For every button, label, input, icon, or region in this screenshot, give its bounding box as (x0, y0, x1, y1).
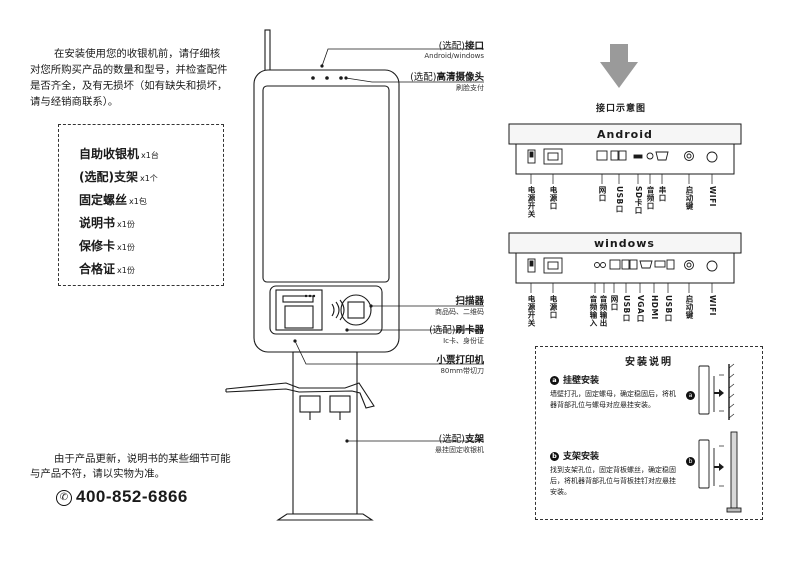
install-instructions: 安装说明 a 挂壁安装 墙壁打孔，固定螺母，确定稳固后，将机器背部孔位与螺母对应悬… (535, 346, 763, 520)
callout-sub: 商品码、二维码 (435, 308, 484, 316)
callout-sub: Android/windows (424, 52, 484, 60)
illustration-marker: a (686, 391, 695, 400)
callout-label: 刷卡器 (455, 325, 484, 336)
port-label: 音频输出 (599, 295, 608, 327)
interface-diagram-title: 接口示意图 (596, 104, 647, 114)
port-label: SD卡口 (634, 186, 643, 215)
callout-sub: 悬挂固定收银机 (435, 446, 484, 454)
hotline: ✆400-852-6866 (56, 487, 188, 507)
port-label: 电源开关 (527, 295, 536, 327)
callout-label: 小票打印机 (436, 355, 484, 366)
port-label: 音频口 (646, 186, 655, 210)
callout-sub: Ic卡、身份证 (443, 337, 484, 345)
phone-number: 400-852-6866 (76, 487, 188, 506)
checklist-item-name: 保修卡 (79, 239, 116, 253)
android-title: Android (597, 128, 653, 141)
checklist-item-qty: x1个 (139, 174, 158, 183)
callout-label: 接口 (464, 41, 484, 52)
windows-title: windows (594, 237, 655, 250)
port-label: 电源口 (549, 295, 558, 319)
port-label: HDMI (650, 295, 659, 320)
port-label: 启动键 (685, 295, 694, 319)
callout-prefix: (选配) (429, 325, 456, 336)
checklist-item-name: (选配)支架 (79, 170, 138, 184)
intro-paragraph: 在安装使用您的收银机前，请仔细核对您所购买产品的数量和型号，并检查配件是否齐全，… (30, 48, 228, 108)
step-title: 支架安装 (563, 452, 600, 462)
windows-panel-body (515, 252, 735, 284)
step-heading: a 挂壁安装 (550, 373, 599, 386)
callout-prefix: (选配) (438, 41, 465, 52)
kiosk-screen (262, 85, 390, 283)
port-label: USB口 (615, 186, 624, 213)
step-description: 找到支架孔位，固定背板螺丝，确定稳固后，将机器背部孔位与背板挂钉对应悬挂安装。 (550, 466, 676, 496)
install-title: 安装说明 (625, 357, 673, 368)
callout-interface: (选配)接口 Android/windows (424, 38, 484, 60)
callout-label: 高清摄像头 (436, 72, 484, 83)
port-label: USB口 (664, 295, 673, 322)
checklist-item-name: 固定螺丝 (79, 193, 128, 207)
step-marker: a (550, 376, 559, 385)
wall-mount-illustration (698, 363, 735, 420)
port-label: 网口 (598, 186, 607, 202)
checklist-item-name: 自助收银机 (79, 147, 140, 161)
port-label: 电源开关 (527, 186, 536, 218)
checklist-item-name: 说明书 (79, 216, 116, 230)
port-label: VGA口 (636, 295, 645, 323)
port-label: 电源口 (549, 186, 558, 210)
port-label: 串口 (658, 186, 667, 202)
port-label: 网口 (610, 295, 619, 311)
android-panel-body (515, 143, 735, 175)
callout-card-reader: (选配)刷卡器 Ic卡、身份证 (429, 322, 484, 346)
callout-camera: (选配)高清摄像头 刷脸支付 (410, 69, 484, 93)
callout-stand: (选配)支架 悬挂固定收银机 (435, 431, 484, 455)
checklist-item-qty: x1份 (117, 220, 135, 229)
callout-label: 支架 (464, 434, 484, 445)
checklist-item-name: 合格证 (79, 262, 116, 276)
step-heading: b 支架安装 (550, 449, 599, 462)
stand-base (276, 513, 374, 521)
port-label: 启动键 (685, 186, 694, 210)
port-label: USB口 (622, 295, 631, 322)
callout-prefix: (选配) (410, 72, 437, 83)
checklist-item-qty: x1份 (117, 266, 135, 275)
port-label: WIFI (708, 295, 717, 316)
callout-label: 扫描器 (455, 296, 484, 307)
phone-icon: ✆ (56, 490, 72, 506)
checklist-item-qty: x1份 (117, 243, 135, 252)
update-notice: 由于产品更新，说明书的某些细节可能与产品不符，请以实物为准。 (30, 453, 231, 480)
stand-column (292, 351, 358, 515)
printer-slot (275, 289, 323, 331)
port-label: 音频输入 (589, 295, 598, 327)
checklist-item-qty: x1台 (141, 151, 159, 160)
checklist-item-qty: x1包 (129, 197, 147, 206)
step-marker: b (550, 452, 559, 461)
step-description: 墙壁打孔，固定螺母，确定稳固后，将机器背部孔位与螺母对应悬挂安装。 (550, 390, 676, 409)
callout-scanner: 扫描器 商品码、二维码 (435, 293, 484, 317)
windows-ports (527, 257, 718, 274)
callout-printer: 小票打印机 80mm带切刀 (436, 352, 484, 376)
step-title: 挂壁安装 (563, 376, 600, 386)
illustration-marker: b (686, 457, 695, 466)
android-ports (527, 148, 718, 165)
lower-panel (269, 285, 383, 335)
port-label: WIFI (708, 186, 717, 207)
arrow-down-icon (600, 44, 638, 88)
stand-mount-illustration (698, 431, 742, 513)
antenna (264, 29, 271, 75)
callout-sub: 80mm带切刀 (440, 367, 484, 375)
callout-sub: 刷脸支付 (456, 84, 484, 92)
scanner-window (340, 294, 372, 326)
callout-prefix: (选配) (438, 434, 465, 445)
